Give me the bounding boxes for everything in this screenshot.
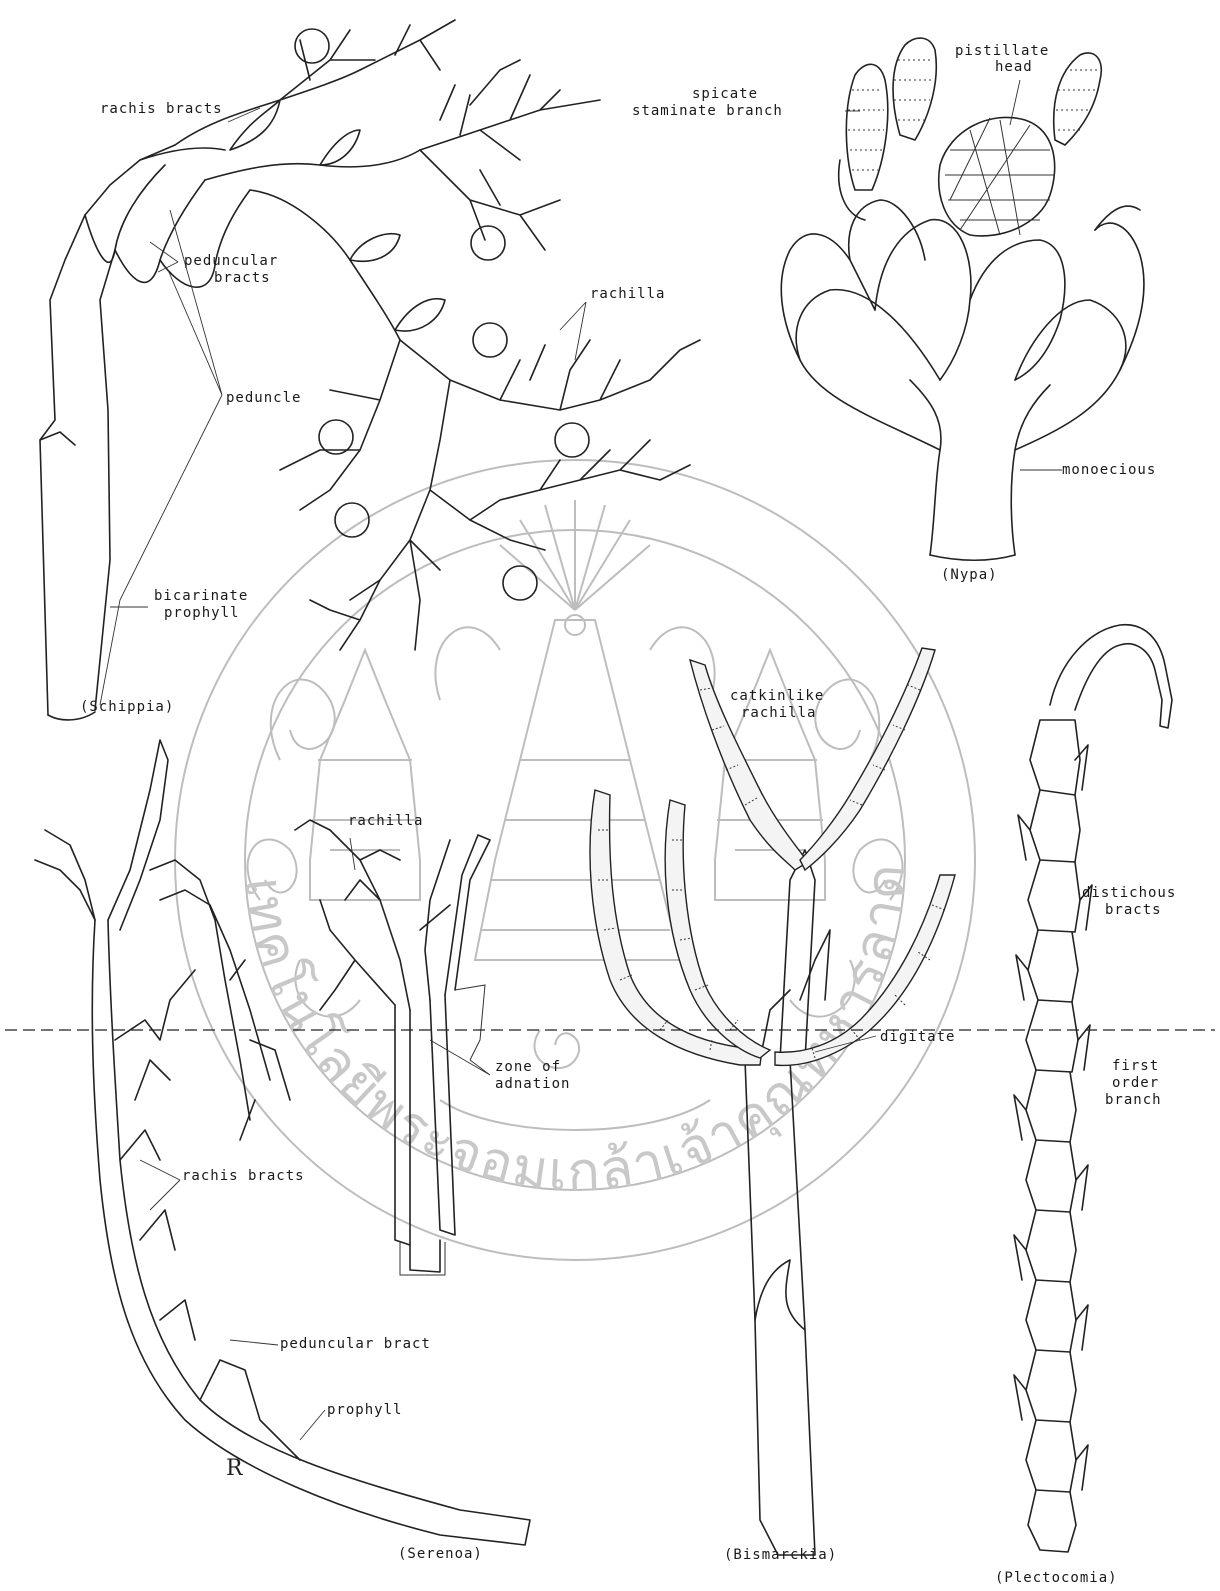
label-catkinlike-line2: rachilla [741,705,816,721]
label-monoecious: monoecious [1062,462,1156,478]
label-first-line3: branch [1105,1092,1162,1108]
nypa-drawing [781,38,1144,560]
specimen-title-plectocomia: (Plectocomia) [995,1570,1118,1586]
label-spicate-line1: spicate [692,86,758,102]
label-first-line2: order [1112,1075,1159,1091]
label-bicarinate-line1: bicarinate [154,588,248,604]
label-rachis-bracts-bottom: rachis bracts [182,1168,305,1184]
label-zone-line2: adnation [495,1076,570,1092]
label-pistillate-line1: pistillate [955,43,1049,59]
schippia-drawing [40,20,700,720]
label-pistillate-line2: head [995,59,1033,75]
label-peduncular-bracts-line1: peduncular [184,253,278,269]
specimen-title-nypa: (Nypa) [941,567,998,583]
label-first-line1: first [1112,1058,1159,1074]
label-distichous-line1: distichous [1082,885,1176,901]
label-zone-line1: zone of [495,1059,561,1075]
label-catkinlike-line1: catkinlike [730,688,824,704]
signature-mark: R [226,1456,244,1481]
label-prophyll: prophyll [327,1402,402,1418]
label-rachilla-mid: rachilla [348,813,423,829]
label-bicarinate-line2: prophyll [164,605,239,621]
label-rachilla-top: rachilla [590,286,665,302]
specimen-title-bismarckia: (Bismarckia) [724,1547,837,1563]
label-spicate-line2: staminate branch [632,103,783,119]
specimen-title-serenoa: (Serenoa) [398,1546,483,1562]
label-rachis-bracts-top: rachis bracts [100,101,223,117]
label-distichous-line2: bracts [1105,902,1162,918]
specimen-title-schippia: (Schippia) [80,699,174,715]
label-peduncular-bracts-line2: bracts [214,270,271,286]
label-peduncular-bract: peduncular bract [280,1336,431,1352]
label-digitate: digitate [880,1029,955,1045]
label-peduncle: peduncle [226,390,301,406]
